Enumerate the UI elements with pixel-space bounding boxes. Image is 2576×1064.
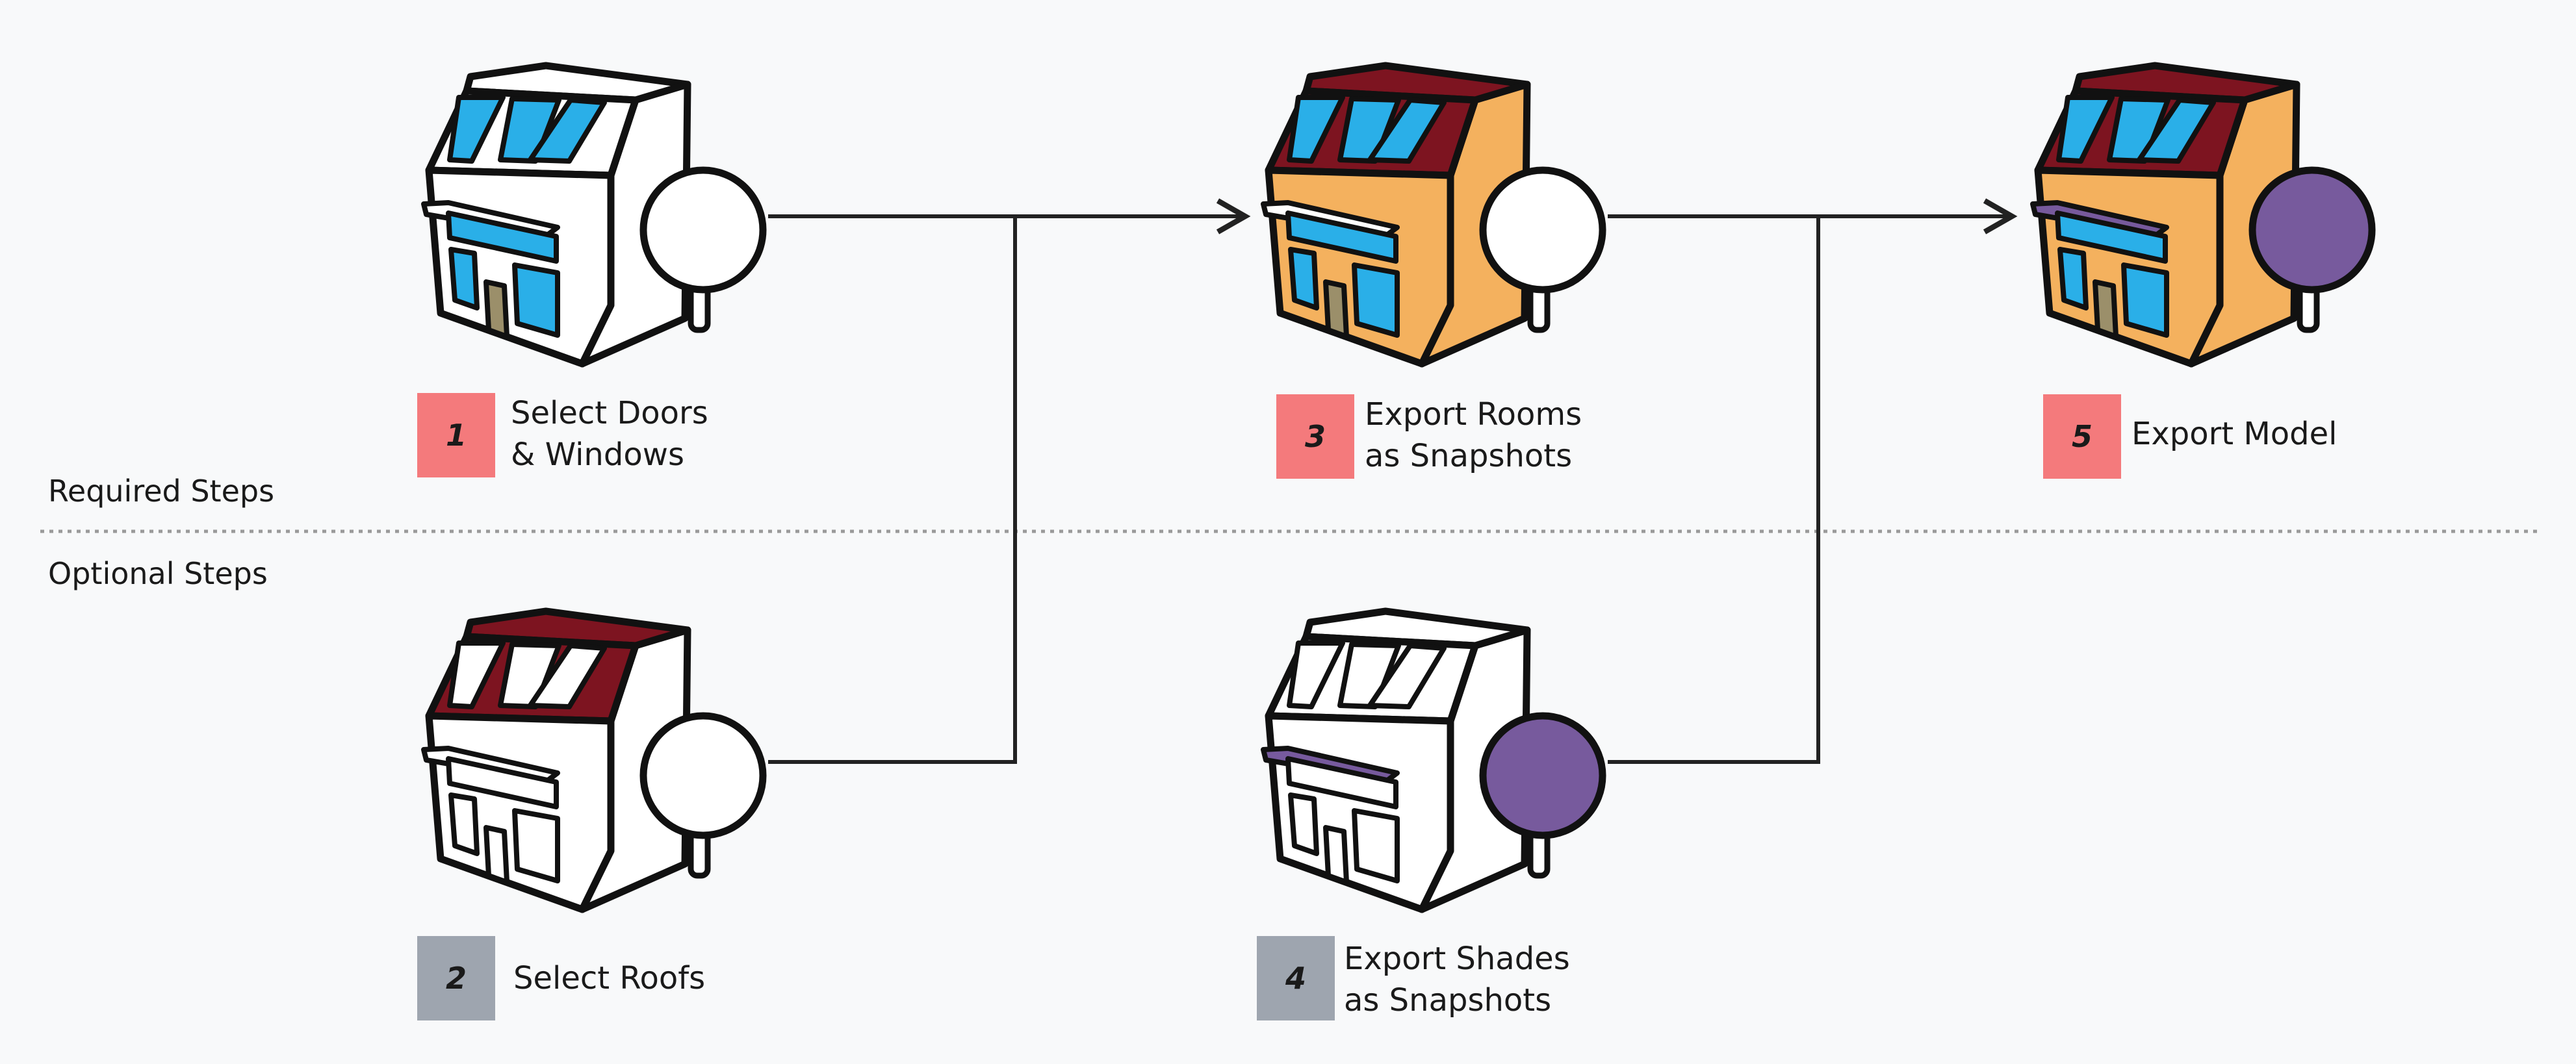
- step-3-label: Export Rooms as Snapshots: [1365, 394, 1582, 477]
- step-5-label-line1: Export Model: [2132, 416, 2338, 452]
- upper-window-3: [1367, 97, 1447, 164]
- step-3-label-line1: Export Rooms: [1365, 396, 1582, 433]
- upper-window-3: [2137, 97, 2216, 164]
- connector-4-to-5: [1608, 216, 1820, 764]
- required-steps-label: Required Steps: [48, 474, 275, 509]
- storefront-window: [446, 756, 559, 809]
- tree-crown: [639, 712, 767, 839]
- door: [1323, 825, 1349, 885]
- step-2-label-line1: Select Roofs: [513, 960, 706, 996]
- upper-window-1: [1287, 95, 1345, 164]
- step-2-label: Select Roofs: [513, 957, 705, 999]
- lower-right-window: [1352, 808, 1400, 883]
- storefront-window: [1285, 756, 1398, 809]
- tree-crown: [1479, 166, 1606, 294]
- lower-right-window: [512, 808, 560, 883]
- building-rooms-highlighted-icon: [1261, 62, 1606, 368]
- optional-steps-label: Optional Steps: [48, 556, 268, 591]
- step-1-label-line2: & Windows: [511, 437, 684, 473]
- storefront-window: [2055, 210, 2168, 264]
- door: [483, 279, 509, 339]
- tree-crown: [639, 166, 767, 294]
- step-1-label: Select Doors & Windows: [511, 392, 708, 475]
- building-windows-highlighted-icon: [421, 62, 767, 368]
- door: [483, 825, 509, 885]
- door: [1323, 279, 1349, 339]
- upper-window-3: [1367, 643, 1447, 709]
- step-3-label-line2: as Snapshots: [1365, 438, 1573, 474]
- building-roof-highlighted-icon: [421, 607, 767, 913]
- lower-right-window: [2121, 262, 2169, 338]
- building-full-model-icon: [2030, 62, 2376, 368]
- step-4-label-line2: as Snapshots: [1344, 982, 1552, 1019]
- storefront-window: [1285, 210, 1398, 264]
- tree-crown: [1479, 712, 1606, 839]
- lower-left-window: [2057, 247, 2089, 310]
- storefront-window: [446, 210, 559, 264]
- door: [2093, 279, 2119, 339]
- step-5-badge: 5: [2043, 394, 2121, 479]
- step-1-badge: 1: [417, 393, 495, 477]
- step-4-badge: 4: [1257, 936, 1335, 1020]
- step-3-badge: 3: [1276, 394, 1354, 479]
- upper-window-1: [2056, 95, 2115, 164]
- connector-2-to-3: [768, 216, 1017, 764]
- upper-window-3: [528, 643, 607, 709]
- step-2-badge: 2: [417, 936, 495, 1020]
- step-4-label-line1: Export Shades: [1344, 941, 1570, 977]
- upper-window-1: [1287, 640, 1345, 709]
- step-1-label-line1: Select Doors: [511, 395, 708, 431]
- lower-right-window: [1352, 262, 1400, 338]
- lower-left-window: [1288, 247, 1319, 310]
- lower-left-window: [448, 792, 480, 856]
- lower-left-window: [448, 247, 480, 310]
- connectors: [768, 198, 2018, 764]
- upper-window-1: [447, 640, 506, 709]
- upper-window-1: [447, 95, 506, 164]
- building-shades-highlighted-icon: [1261, 607, 1606, 913]
- lower-left-window: [1288, 792, 1319, 856]
- tree-crown: [2248, 166, 2376, 294]
- step-5-label: Export Model: [2132, 413, 2338, 455]
- step-4-label: Export Shades as Snapshots: [1344, 938, 1570, 1021]
- lower-right-window: [512, 262, 560, 338]
- upper-window-3: [528, 97, 607, 164]
